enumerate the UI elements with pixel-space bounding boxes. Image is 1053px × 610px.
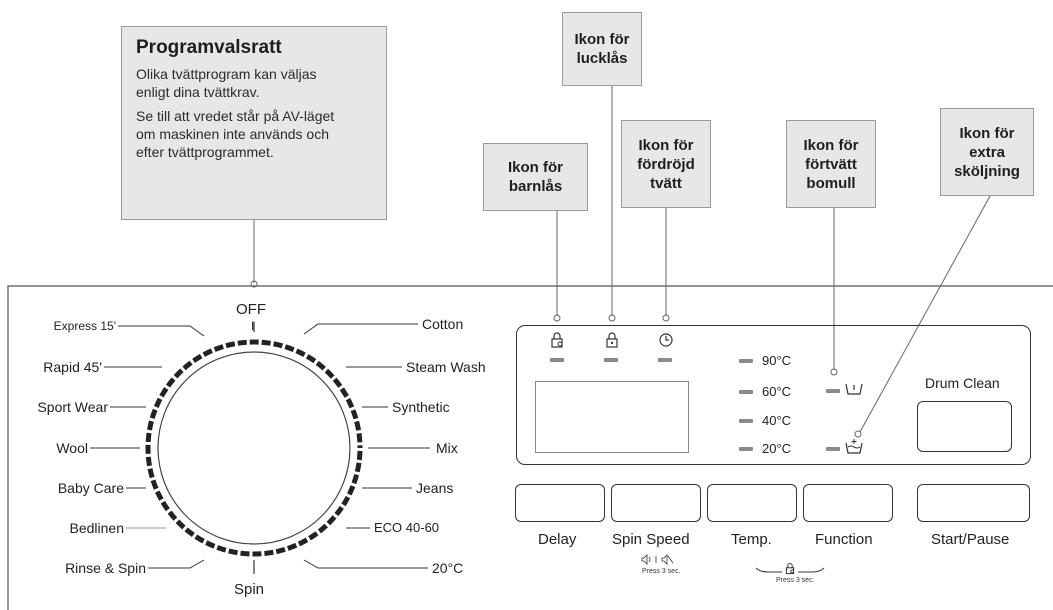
extra-rinse-led <box>826 447 840 451</box>
display-panel <box>516 325 1031 465</box>
program-jeans[interactable]: Jeans <box>416 480 454 496</box>
program-sport-wear[interactable]: Sport Wear <box>37 399 108 415</box>
temp-label: 90°C <box>762 353 792 368</box>
temp-button[interactable] <box>707 484 797 522</box>
callout-line: bomull <box>806 174 856 192</box>
sound-icon <box>641 554 675 567</box>
temp-label: 20°C <box>762 441 792 456</box>
program-bedlinen[interactable]: Bedlinen <box>69 520 125 536</box>
callout-line: extra <box>969 143 1005 161</box>
temp-led <box>739 359 753 363</box>
callout-paragraph: Olika tvättprogram kan väljas enligt din… <box>136 66 317 100</box>
program-steam-wash[interactable]: Steam Wash <box>406 359 486 375</box>
dial-off-label: OFF <box>236 301 266 318</box>
child-lock-led <box>550 358 564 362</box>
lock-hint: Press 3 sec. <box>776 577 815 584</box>
callout-line: Ikon för <box>508 159 563 176</box>
callout-line: sköljning <box>954 162 1020 180</box>
program-rinse-spin[interactable]: Rinse & Spin <box>65 560 146 576</box>
callout-line: Ikon för <box>638 136 694 154</box>
delay-led <box>658 358 672 362</box>
callout-line: barnlås <box>508 178 563 195</box>
program-wool[interactable]: Wool <box>56 440 88 456</box>
door-lock-icon <box>604 331 620 352</box>
program-synthetic[interactable]: Synthetic <box>392 399 450 415</box>
program-rapid-45[interactable]: Rapid 45' <box>43 359 102 375</box>
function-button-label: Function <box>815 531 873 548</box>
temp-button-label: Temp. <box>731 531 772 548</box>
callout-line: lucklås <box>576 50 628 67</box>
start-pause-button[interactable] <box>917 484 1030 522</box>
child-lock-icon <box>549 331 565 352</box>
prewash-icon <box>845 382 863 399</box>
callout-line: fördröjd <box>637 155 695 173</box>
temp-led <box>739 419 753 423</box>
start-pause-button-label: Start/Pause <box>931 531 1010 548</box>
callout-line: Ikon för <box>574 31 630 48</box>
function-button[interactable] <box>803 484 893 522</box>
child-lock-small-icon <box>784 562 796 578</box>
program-mix[interactable]: Mix <box>436 440 458 456</box>
program-dial-callout: Programvalsratt Olika tvättprogram kan v… <box>121 26 387 220</box>
callout-line: tvätt <box>650 174 682 192</box>
temp-led <box>739 390 753 394</box>
digit-display <box>535 381 689 453</box>
callout-paragraph: Se till att vredet står på AV-läget om m… <box>136 108 335 160</box>
program-cotton[interactable]: Cotton <box>422 316 464 332</box>
callout-line: Ikon för <box>959 124 1015 142</box>
spin-hint: Press 3 sec. <box>642 568 681 575</box>
drum-clean-button[interactable] <box>917 401 1012 452</box>
temp-label: 60°C <box>762 384 792 399</box>
delay-button[interactable] <box>515 484 605 522</box>
callout-line: Ikon för <box>803 136 859 154</box>
extra-rinse-icon <box>845 438 863 457</box>
program-spin[interactable]: Spin <box>234 581 265 598</box>
drum-clean-label: Drum Clean <box>925 375 1000 391</box>
child-lock-callout: Ikon för barnlås <box>483 143 588 211</box>
callout-line: förtvätt <box>805 155 857 173</box>
callout-title: Programvalsratt <box>136 37 282 58</box>
program-eco-40-60[interactable]: ECO 40-60 <box>374 520 440 535</box>
temp-label: 40°C <box>762 413 792 428</box>
temp-led <box>739 447 753 451</box>
door-lock-led <box>604 358 618 362</box>
spin-speed-button[interactable] <box>611 484 701 522</box>
dial-off-mark: I <box>251 319 255 333</box>
prewash-led <box>826 389 840 393</box>
program-baby-care[interactable]: Baby Care <box>57 480 124 496</box>
delay-button-label: Delay <box>538 531 577 548</box>
program-dial[interactable] <box>144 338 364 558</box>
program-express-15[interactable]: Express 15' <box>53 319 116 333</box>
program-20c[interactable]: 20°C <box>432 560 464 576</box>
door-lock-callout: Ikon för lucklås <box>562 12 642 86</box>
spin-speed-button-label: Spin Speed <box>612 531 690 548</box>
clock-icon <box>658 332 674 351</box>
